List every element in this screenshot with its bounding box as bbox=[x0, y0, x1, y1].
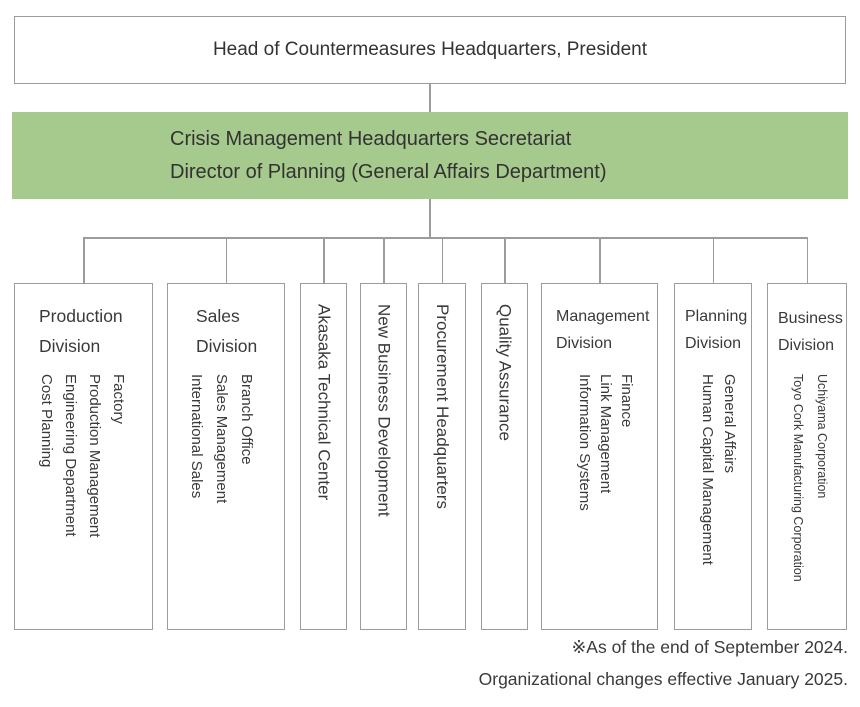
dept-sub-item: Production Management bbox=[86, 374, 103, 538]
dept-title-vertical: New Business Development bbox=[374, 304, 394, 517]
secretariat-box: Crisis Management Headquarters Secretari… bbox=[12, 112, 848, 199]
connector-drop-sales bbox=[225, 237, 227, 283]
connector-drop-business bbox=[806, 237, 808, 283]
connector-drop-akasaka bbox=[323, 237, 325, 283]
dept-sub-item: Finance bbox=[618, 374, 635, 428]
connector-drop-quality bbox=[504, 237, 506, 283]
dept-title-line: Division bbox=[196, 336, 258, 356]
dept-sub-item: Link Management bbox=[597, 374, 614, 494]
dept-title-line: Planning bbox=[685, 308, 748, 325]
footnote-line-1: ※As of the end of September 2024. bbox=[571, 637, 848, 657]
dept-sub-list: Finance Link Management Information Syst… bbox=[542, 374, 657, 625]
dept-title: Planning Division bbox=[675, 284, 751, 357]
connector-bus bbox=[83, 237, 807, 239]
connector-drop-management bbox=[599, 237, 601, 283]
dept-sub-item: Sales Management bbox=[213, 374, 230, 504]
dept-box-business-division: Business Division Uchiyama Corporation T… bbox=[767, 283, 847, 630]
dept-title-line: Division bbox=[778, 337, 835, 354]
dept-title-line: Division bbox=[556, 335, 613, 352]
dept-box-planning-division: Planning Division General Affairs Human … bbox=[674, 283, 752, 630]
dept-title: Business Division bbox=[768, 284, 846, 359]
dept-sub-list: Uchiyama Corporation Toyo Cork Manufactu… bbox=[768, 374, 846, 625]
dept-title-line: Division bbox=[685, 335, 742, 352]
footnote-line-2: Organizational changes effective January… bbox=[478, 669, 848, 689]
dept-box-procurement-headquarters: Procurement Headquarters bbox=[418, 283, 466, 630]
dept-sub-item: Factory bbox=[110, 374, 127, 425]
connector-drop-new-business bbox=[383, 237, 385, 283]
president-box-label: Head of Countermeasures Headquarters, Pr… bbox=[212, 39, 648, 60]
dept-sub-item: Engineering Department bbox=[62, 374, 79, 537]
connector-drop-production bbox=[83, 237, 85, 283]
dept-title-line: Division bbox=[39, 336, 101, 356]
dept-title-line: Business bbox=[778, 310, 843, 327]
dept-sub-list: General Affairs Human Capital Management bbox=[675, 374, 751, 625]
connector-president-to-secretariat bbox=[429, 84, 431, 112]
connector-drop-procurement bbox=[441, 237, 443, 283]
dept-sub-item: Toyo Cork Manufacturing Corporation bbox=[791, 374, 805, 582]
dept-sub-list: Factory Production Management Engineerin… bbox=[15, 374, 152, 625]
secretariat-line-1: Crisis Management Headquarters Secretari… bbox=[170, 128, 572, 150]
dept-box-quality-assurance: Quality Assurance bbox=[481, 283, 528, 630]
dept-sub-item: Information Systems bbox=[576, 374, 593, 511]
footnote: ※As of the end of September 2024. Organi… bbox=[479, 631, 848, 695]
dept-box-production-division: Production Division Factory Production M… bbox=[14, 283, 153, 630]
secretariat-line-2: Director of Planning (General Affairs De… bbox=[170, 161, 607, 183]
dept-sub-item: Uchiyama Corporation bbox=[815, 374, 829, 499]
dept-sub-item: Branch Office bbox=[238, 374, 255, 465]
dept-title: Production Division bbox=[15, 284, 152, 361]
dept-box-new-business-development: New Business Development bbox=[360, 283, 407, 630]
president-box: Head of Countermeasures Headquarters, Pr… bbox=[14, 16, 846, 84]
dept-title: Management Division bbox=[542, 284, 657, 357]
connector-secretariat-to-bus bbox=[429, 199, 431, 237]
dept-title-line: Management bbox=[556, 308, 650, 325]
dept-title-line: Production bbox=[39, 306, 123, 326]
dept-title-vertical: Procurement Headquarters bbox=[433, 304, 452, 510]
dept-sub-item: Human Capital Management bbox=[699, 374, 716, 565]
dept-box-management-division: Management Division Finance Link Managem… bbox=[541, 283, 658, 630]
dept-title-vertical: Akasaka Technical Center bbox=[314, 304, 334, 501]
dept-box-akasaka-technical-center: Akasaka Technical Center bbox=[300, 283, 347, 630]
dept-title-line: Sales bbox=[196, 306, 240, 326]
connector-drop-planning bbox=[712, 237, 714, 283]
dept-sub-item: International Sales bbox=[188, 374, 205, 499]
dept-sub-list: Branch Office Sales Management Internati… bbox=[168, 374, 284, 625]
dept-sub-item: General Affairs bbox=[721, 374, 738, 473]
dept-sub-item: Cost Planning bbox=[38, 374, 55, 468]
dept-title: Sales Division bbox=[168, 284, 284, 361]
dept-title-vertical: Quality Assurance bbox=[495, 304, 515, 442]
dept-box-sales-division: Sales Division Branch Office Sales Manag… bbox=[167, 283, 285, 630]
